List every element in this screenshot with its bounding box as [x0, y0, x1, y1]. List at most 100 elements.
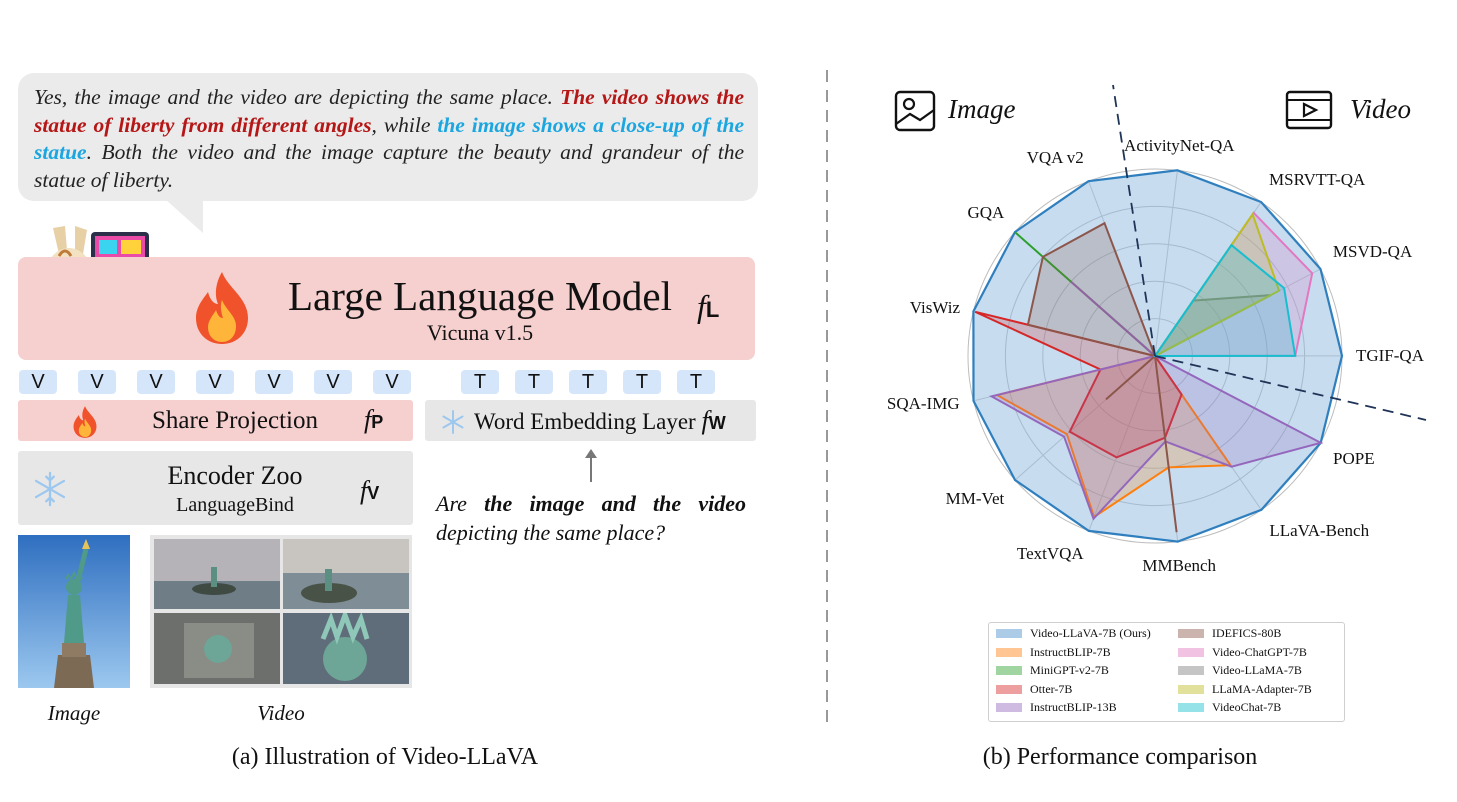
image-modality-icon: [894, 90, 936, 132]
grid-spoke: [1154, 170, 1178, 357]
legend-entry: InstructBLIP-13B: [996, 700, 1117, 715]
caption-a: (a) Illustration of Video-LLaVA: [231, 744, 539, 770]
encoder-zoo-label: Encoder Zoo: [167, 461, 303, 490]
legend-label: InstructBLIP-13B: [1030, 700, 1117, 714]
image-label: Image: [47, 701, 101, 725]
legend-swatch: [1178, 666, 1204, 675]
video-modality-icon: [1285, 90, 1333, 130]
chart-legend: [988, 622, 1345, 722]
share-projection-label: Share Projection: [152, 407, 318, 434]
visual-token: V: [255, 370, 293, 394]
axis-label: GQA: [967, 202, 1005, 222]
legend-label: Video-LLaVA-7B (Ours): [1030, 626, 1151, 640]
response-text: Yes, the image and the video are depicti…: [34, 84, 744, 194]
legend-label: VideoChat-7B: [1212, 700, 1282, 714]
legend-swatch: [1178, 647, 1204, 657]
image-header: Image: [948, 94, 1016, 124]
axis-label: MSRVTT-QA: [1269, 170, 1366, 190]
projection-function-symbol: fP: [364, 405, 384, 434]
modality-separator: [1112, 84, 1156, 357]
series-instructblip-13b: [988, 280, 1324, 521]
video-label: Video: [257, 701, 305, 725]
encoder-zoo-sublabel: LanguageBind: [176, 494, 294, 516]
grid-spoke: [1088, 355, 1156, 532]
llm-block: [18, 257, 755, 360]
legend-swatch: [996, 684, 1022, 694]
text-token: T: [623, 370, 661, 394]
axis-label: VQA v2: [1026, 148, 1084, 168]
visual-token: V: [314, 370, 352, 394]
legend-swatch: [996, 703, 1022, 712]
text-token: T: [461, 370, 499, 394]
axis-label: MSVD-QA: [1332, 242, 1413, 262]
flame-icon: [73, 406, 97, 438]
llm-subtitle: Vicuna v1.5: [426, 320, 534, 345]
snowflake-icon: [34, 471, 66, 507]
video-frame-1: [154, 539, 280, 609]
response-bubble: [18, 73, 758, 201]
video-frame-3: [154, 613, 280, 684]
legend-entry: LLaMA-Adapter-7B: [1178, 682, 1312, 697]
legend-entry: Video-LLaVA-7B (Ours): [996, 626, 1151, 641]
video-frame-4: [283, 613, 409, 684]
axis-label: LLaVA-Bench: [1269, 521, 1370, 541]
legend-entry: MiniGPT-v2-7B: [996, 663, 1109, 678]
legend-label: MiniGPT-v2-7B: [1030, 663, 1109, 677]
llm-function-symbol: fL: [697, 288, 720, 324]
flame-icon: [196, 272, 248, 344]
legend-swatch: [996, 629, 1022, 638]
llm-title: Large Language Model: [287, 273, 673, 319]
axis-label: SQA-IMG: [886, 394, 960, 414]
axis-label: MM-Vet: [945, 489, 1005, 509]
legend-label: InstructBLIP-7B: [1030, 644, 1111, 659]
statue-image-icon: [18, 535, 130, 688]
text-token: T: [569, 370, 607, 394]
radar-chart: [967, 84, 1427, 544]
legend-entry: Video-LLaMA-7B: [1178, 663, 1302, 678]
legend-swatch: [1178, 703, 1204, 712]
video-frame-2: [283, 539, 409, 609]
axis-label: TextVQA: [1016, 543, 1084, 563]
word-embedding-label: Word Embedding Layer fW: [474, 406, 726, 435]
axis-label: ActivityNet-QA: [1124, 136, 1235, 156]
legend-entry: IDEFICS-80B: [1178, 626, 1281, 641]
caption-b: (b) Performance comparison: [982, 744, 1258, 770]
visual-token: V: [137, 370, 175, 394]
axis-label: VisWiz: [909, 298, 961, 318]
legend-swatch: [1178, 684, 1204, 694]
legend-swatch: [1178, 629, 1204, 638]
visual-token: V: [373, 370, 411, 394]
axis-label: MMBench: [1142, 555, 1217, 575]
encoder-function-symbol: fV: [360, 476, 380, 505]
response-text-plain: Yes, the image and the video are depicti…: [34, 85, 561, 109]
legend-swatch: [996, 647, 1022, 657]
encoder-zoo-block: [18, 451, 413, 525]
legend-entry: VideoChat-7B: [1178, 700, 1281, 715]
legend-entry: InstructBLIP-7B: [996, 645, 1111, 660]
up-arrow-icon: [585, 449, 597, 482]
visual-token: V: [78, 370, 116, 394]
video-frames: [150, 535, 412, 688]
response-bubble-tail: [165, 199, 203, 233]
text-token: T: [677, 370, 715, 394]
legend-label: LLaMA-Adapter-7B: [1212, 681, 1312, 696]
axis-label: POPE: [1333, 449, 1375, 469]
response-text-plain: , while: [371, 112, 438, 137]
user-question: Are the image and the video depicting th…: [436, 491, 746, 545]
modality-separator: [1154, 355, 1427, 421]
video-header: Video: [1350, 94, 1411, 124]
response-text-image-highlight: the image shows a close-up of the statue: [34, 112, 744, 165]
axis-label: TGIF-QA: [1355, 345, 1424, 365]
word-embedding-block: [425, 400, 756, 441]
text-token: T: [515, 370, 553, 394]
visual-token: V: [19, 370, 57, 394]
series-videochat-7b: [1153, 243, 1297, 358]
response-text-video-highlight: The video shows the statue of liberty fr…: [34, 85, 744, 137]
legend-entry: Otter-7B: [996, 682, 1072, 697]
panel-divider: [826, 70, 828, 725]
snowflake-icon: [442, 409, 464, 435]
legend-label: IDEFICS-80B: [1212, 626, 1282, 640]
visual-token: V: [196, 370, 234, 394]
series-otter-7b: [974, 310, 1183, 459]
legend-label: Video-LLaMA-7B: [1212, 663, 1302, 677]
